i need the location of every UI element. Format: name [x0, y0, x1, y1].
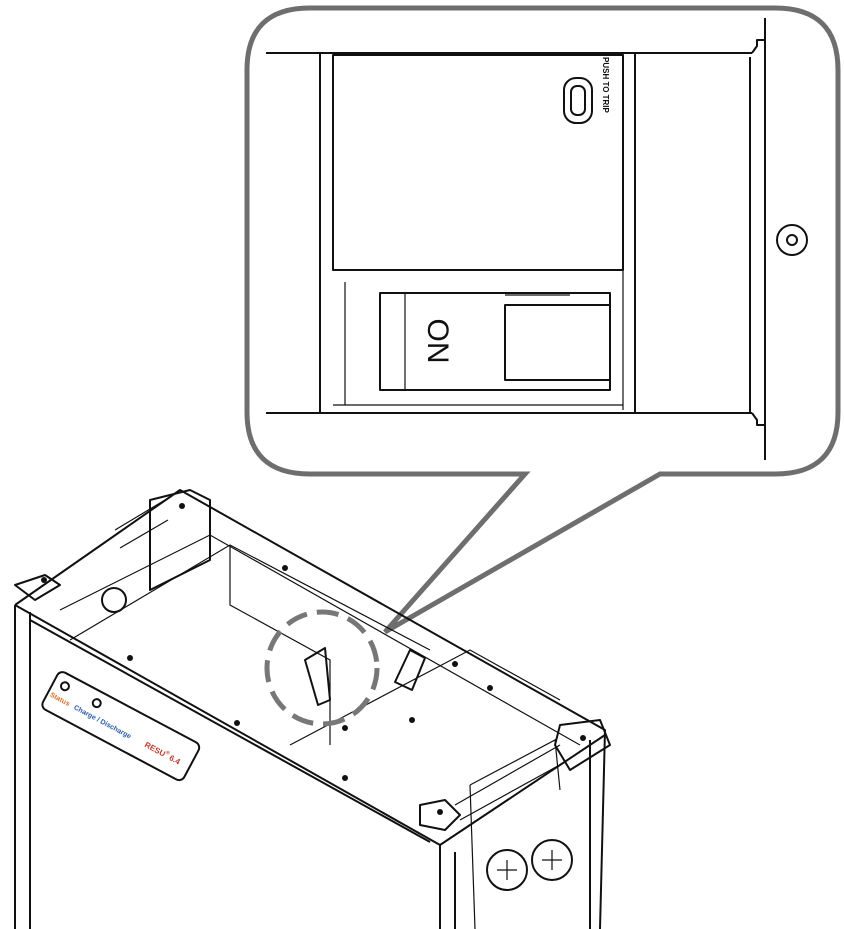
push-to-trip-button[interactable] [563, 77, 593, 124]
battery-unit [14, 489, 611, 929]
model-label: RESU [143, 740, 167, 758]
push-to-trip-label: PUSH TO TRIP [601, 57, 610, 114]
svg-text:RESU®6.4: RESU®6.4 [143, 738, 183, 766]
breaker-on-label: ON [421, 319, 454, 364]
model-number: 6.4 [168, 753, 183, 766]
registered-mark: ® [165, 749, 172, 757]
status-label: Status [49, 692, 71, 708]
status-panel: Status Charge / Discharge RESU®6.4 [41, 671, 201, 782]
mounting-screw-icon [776, 224, 808, 256]
breaker-body [332, 54, 624, 410]
charge-discharge-label: Charge / Discharge [72, 704, 132, 740]
zoom-callout: PUSH TO TRIP ON [244, 5, 841, 635]
breaker-toggle[interactable] [379, 292, 611, 391]
highlight-circle [264, 609, 380, 727]
